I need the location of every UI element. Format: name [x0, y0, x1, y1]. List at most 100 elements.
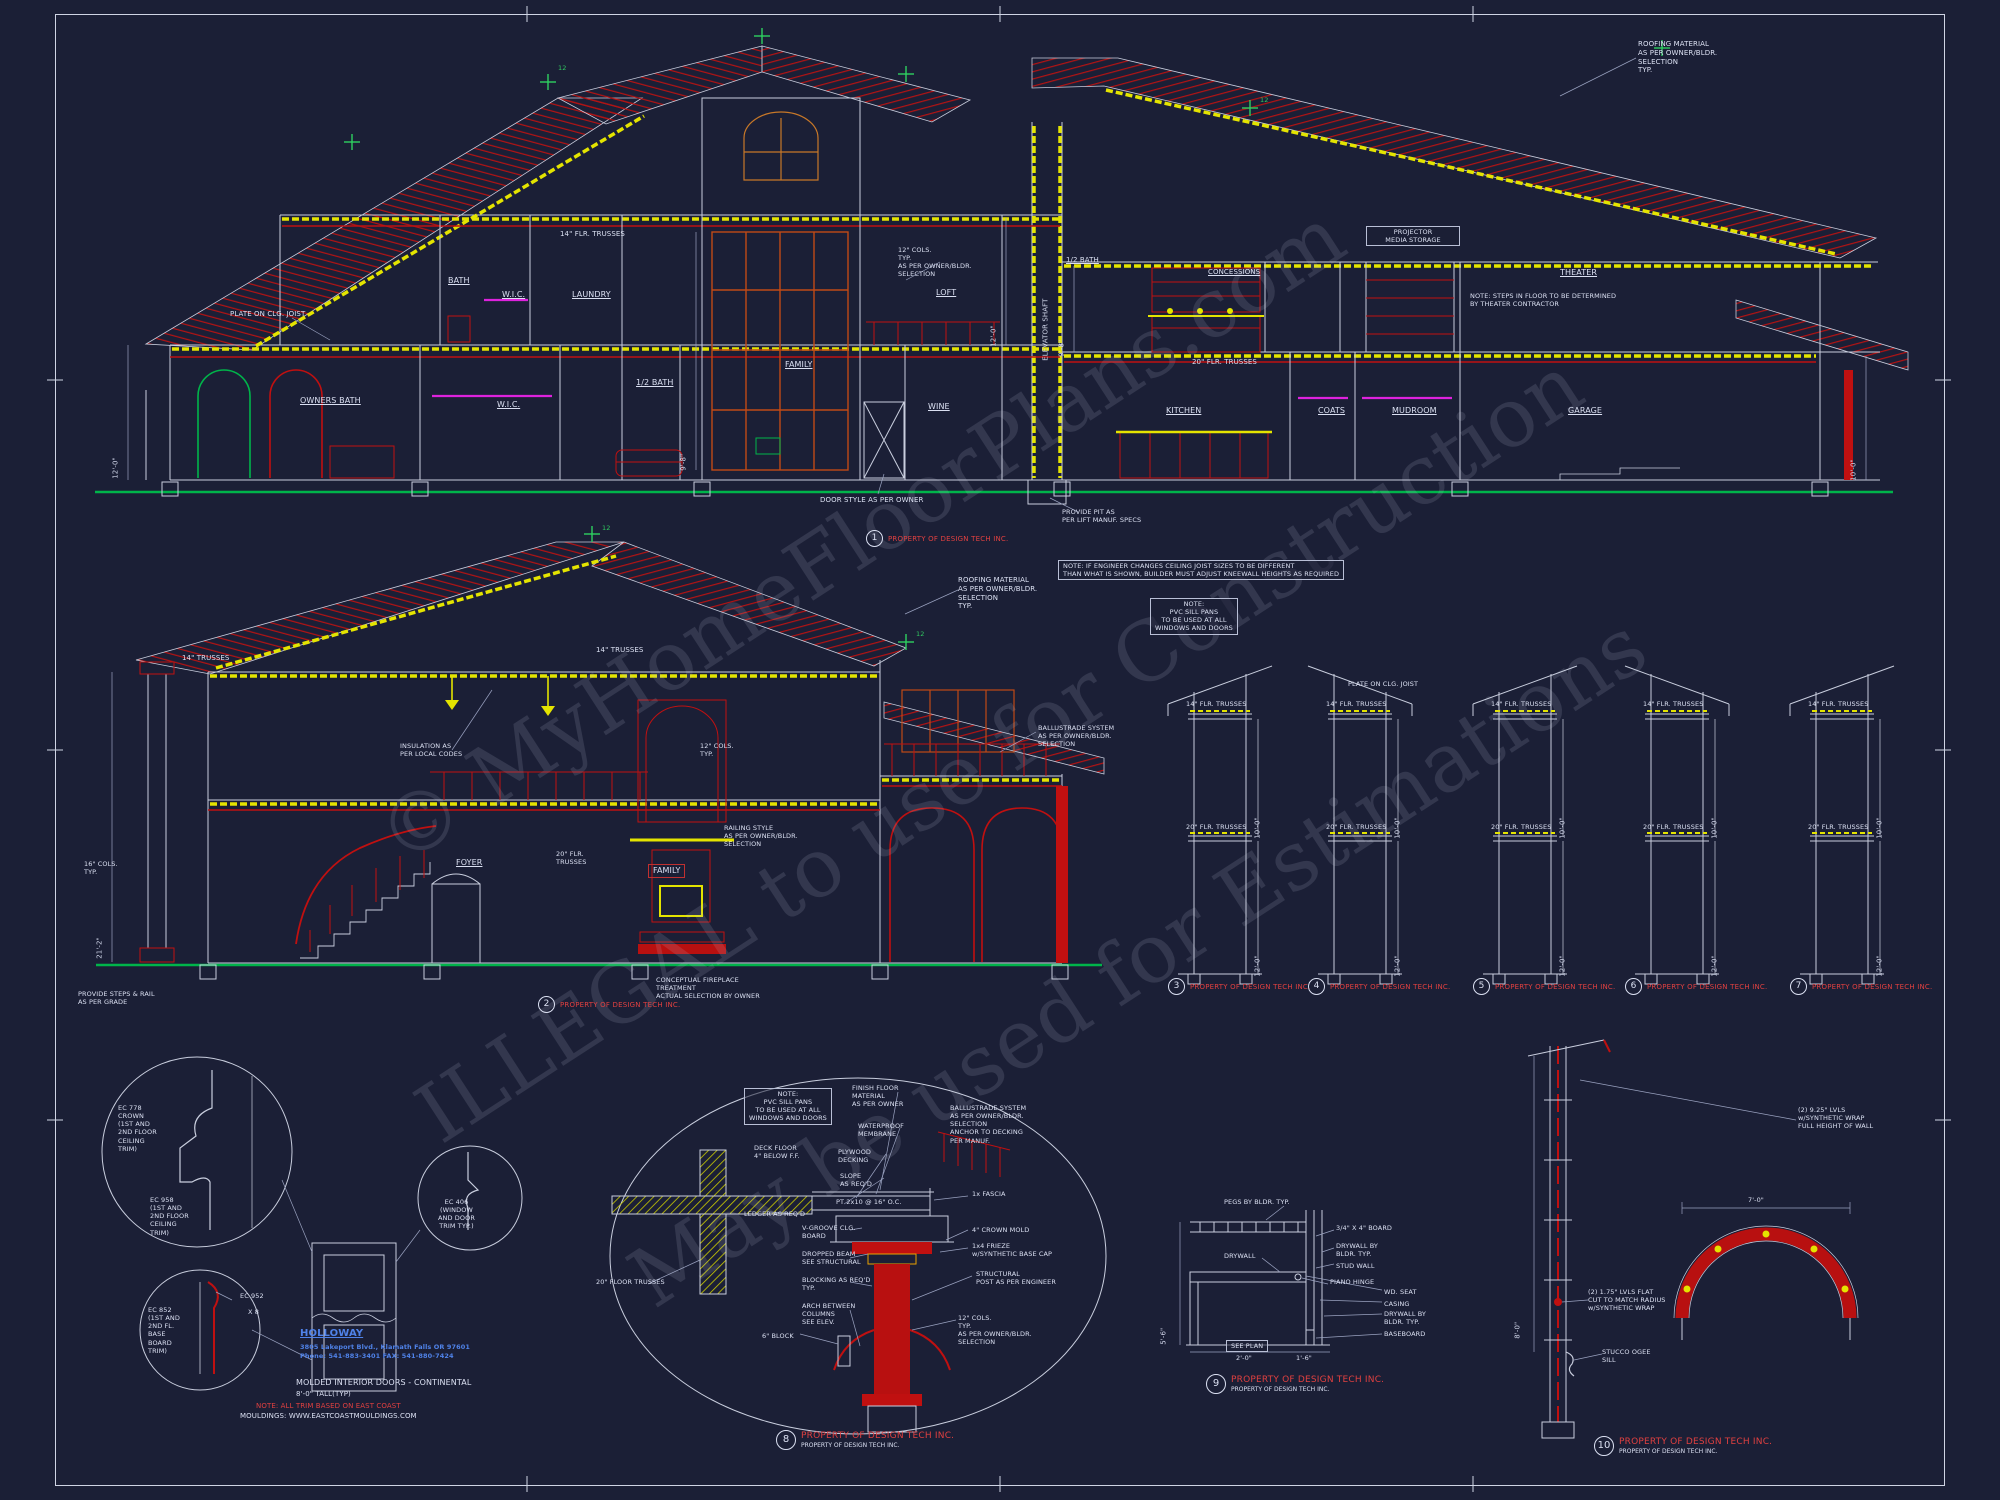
- property-note: PROPERTY OF DESIGN TECH INC.: [801, 1431, 955, 1441]
- note-trim-site: MOULDINGS: WWW.EASTCOASTMOULDINGS.COM: [240, 1412, 417, 1420]
- dim-label: 8'-0": [1513, 1321, 1522, 1339]
- ws-label-t14: 14" FLR. TRUSSES: [1186, 700, 1247, 708]
- note-pvc-sill-8: NOTE: PVC SILL PANS TO BE USED AT ALL WI…: [744, 1088, 832, 1125]
- ws-label-t14: 14" FLR. TRUSSES: [1643, 700, 1704, 708]
- label-plywood: PLYWOOD DECKING: [838, 1148, 872, 1165]
- section-number-3: 3: [1168, 978, 1185, 995]
- room-label-family-1: FAMILY: [785, 360, 813, 369]
- label-finish-floor: FINISH FLOOR MATERIAL AS PER OWNER: [852, 1084, 904, 1109]
- label-trusses14-2b: 14" TRUSSES: [596, 646, 644, 654]
- room-label-laundry: LAUNDRY: [572, 290, 611, 299]
- property-note-sub: PROPERTY OF DESIGN TECH INC.: [1231, 1386, 1330, 1393]
- property-note: PROPERTY OF DESIGN TECH INC.: [560, 1000, 681, 1009]
- label-wd-seat: WD. SEAT: [1384, 1288, 1417, 1296]
- dim-label: 12'-0": [111, 457, 120, 479]
- label-structural-post: STRUCTURAL POST AS PER ENGINEER: [976, 1270, 1056, 1287]
- label-piano-hinge: PIANO HINGE: [1330, 1278, 1375, 1286]
- note-steps-rail: PROVIDE STEPS & RAIL AS PER GRADE: [78, 990, 155, 1007]
- label-deck-floor: DECK FLOOR 4" BELOW F.F.: [754, 1144, 800, 1161]
- dim-label: 2'-0": [1236, 1354, 1252, 1362]
- logo-holloway: HOLLOWAY: [300, 1328, 364, 1339]
- room-label-bath: BATH: [448, 276, 470, 285]
- label-waterproof: WATERPROOF MEMBRANE: [858, 1122, 905, 1139]
- label-see-plan: SEE PLAN: [1226, 1340, 1269, 1353]
- label-molded-doors: MOLDED INTERIOR DOORS - CONTINENTAL: [296, 1378, 472, 1387]
- border-ticks: [47, 6, 1951, 1492]
- ws-label-t14: 14" FLR. TRUSSES: [1808, 700, 1869, 708]
- property-note-sub: PROPERTY OF DESIGN TECH INC.: [801, 1442, 900, 1449]
- trim-label-ec958: EC 958 (1ST AND 2ND FLOOR CEILING TRIM): [150, 1196, 189, 1237]
- ws-label-t14: 14" FLR. TRUSSES: [1326, 700, 1387, 708]
- room-label-kitchen: KITCHEN: [1166, 406, 1202, 415]
- note-cols16: 16" COLS. TYP.: [84, 860, 118, 877]
- label-ledger: LEDGER AS REQ'D: [744, 1210, 806, 1218]
- note-trim-red: NOTE: ALL TRIM BASED ON EAST COAST: [256, 1402, 401, 1410]
- note-fireplace: CONCEPTUAL FIREPLACE TREATMENT ACTUAL SE…: [656, 976, 760, 1001]
- wall-sections: [1167, 665, 1895, 985]
- dim-label: 12'-0": [1710, 955, 1719, 977]
- trim-label-ec952: EC 952: [240, 1292, 264, 1300]
- label-6in-block: 6" BLOCK: [762, 1332, 794, 1340]
- property-note: PROPERTY OF DESIGN TECH INC.: [1231, 1375, 1385, 1385]
- room-label-theater: THEATER: [1560, 268, 1598, 277]
- ws-label-t14: 14" FLR. TRUSSES: [1491, 700, 1552, 708]
- room-label-concessions: CONCESSIONS: [1208, 268, 1261, 276]
- property-note: PROPERTY OF DESIGN TECH INC.: [1330, 982, 1451, 991]
- note-cols-12: 12" COLS. TYP. AS PER OWNER/BLDR. SELECT…: [898, 246, 972, 279]
- label-stucco-sill: STUCCO OGEE SILL: [1602, 1348, 1651, 1365]
- label-floor-trusses-8: 20" FLOOR TRUSSES: [596, 1278, 665, 1286]
- label-pt-joist: PT 2x10 @ 16" O.C.: [836, 1198, 902, 1206]
- dim-label: 12'-0": [1253, 955, 1262, 977]
- ws-label-t20: 20" FLR. TRUSSES: [1491, 823, 1552, 831]
- seat-detail: [1179, 1205, 1383, 1353]
- dim-label: 10'-0": [1253, 817, 1262, 839]
- room-label-coats: COATS: [1318, 406, 1346, 415]
- pitch-label: 12: [916, 630, 925, 638]
- label-board: 3/4" X 4" BOARD: [1336, 1224, 1393, 1232]
- label-lvl-full: (2) 9.25" LVLS w/SYNTHETIC WRAP FULL HEI…: [1798, 1106, 1874, 1131]
- label-arch-between: ARCH BETWEEN COLUMNS SEE ELEV.: [802, 1302, 856, 1327]
- property-note: PROPERTY OF DESIGN TECH INC.: [1619, 1437, 1773, 1447]
- dim-label: 9'-8": [679, 453, 688, 471]
- pitch-label: 12: [1260, 96, 1269, 104]
- label-vgroove: V-GROOVE CLG. BOARD: [802, 1224, 856, 1241]
- label-trusses20-2: 20" FLR. TRUSSES: [556, 850, 587, 867]
- trim-label-ec406: EC 406 (WINDOW AND DOOR TRIM TYP.): [438, 1198, 475, 1231]
- room-label-wic-lower: W.I.C.: [497, 400, 521, 409]
- section-number-6: 6: [1625, 978, 1642, 995]
- note-roofing-material-2: ROOFING MATERIAL AS PER OWNER/BLDR. SELE…: [958, 576, 1038, 611]
- section-number-4: 4: [1308, 978, 1325, 995]
- label-casing: CASING: [1384, 1300, 1410, 1308]
- note-ballustrade-2: BALLUSTRADE SYSTEM AS PER OWNER/BLDR. SE…: [1038, 724, 1115, 749]
- note-cols12-2: 12" COLS. TYP.: [700, 742, 734, 759]
- ws-label-plate: PLATE ON CLG. JOIST: [1348, 680, 1419, 688]
- note-elevator-pit: PROVIDE PIT AS PER LIFT MANUF. SPECS: [1062, 508, 1142, 525]
- dim-label: 10'-0": [1558, 817, 1567, 839]
- label-dropped-beam: DROPPED BEAM SEE STRUCTURAL: [802, 1250, 861, 1267]
- room-label-foyer: FOYER: [456, 858, 483, 867]
- deck-detail: [609, 1077, 1107, 1435]
- dim-label: 9'-8": [1057, 339, 1066, 357]
- label-door-height: 8'-0" TALL(TYP): [296, 1390, 351, 1398]
- section2: [96, 526, 1105, 980]
- dim-label: 10'-0": [1849, 459, 1858, 481]
- section-title-6: 6 PROPERTY OF DESIGN TECH INC.: [1625, 978, 1767, 995]
- property-note: PROPERTY OF DESIGN TECH INC.: [1495, 982, 1616, 991]
- room-label-loft: LOFT: [936, 288, 957, 297]
- note-roofing-material-1: ROOFING MATERIAL AS PER OWNER/BLDR. SELE…: [1638, 40, 1718, 75]
- property-note: PROPERTY OF DESIGN TECH INC.: [1190, 982, 1311, 991]
- property-note: PROPERTY OF DESIGN TECH INC.: [1647, 982, 1768, 991]
- label-trusses14-1: 14" FLR. TRUSSES: [560, 230, 625, 238]
- label-drywall: DRYWALL: [1224, 1252, 1256, 1260]
- room-label-elevator-shaft: ELEVATOR SHAFT: [1041, 298, 1050, 361]
- label-pegs: PEGS BY BLDR. TYP.: [1224, 1198, 1290, 1206]
- room-label-wine: WINE: [928, 402, 950, 411]
- logo-phone: Phone: 541-883-3401 FAX: 541-880-7424: [300, 1352, 454, 1360]
- dim-label: 12'-0": [1875, 955, 1884, 977]
- property-note: PROPERTY OF DESIGN TECH INC.: [888, 534, 1009, 543]
